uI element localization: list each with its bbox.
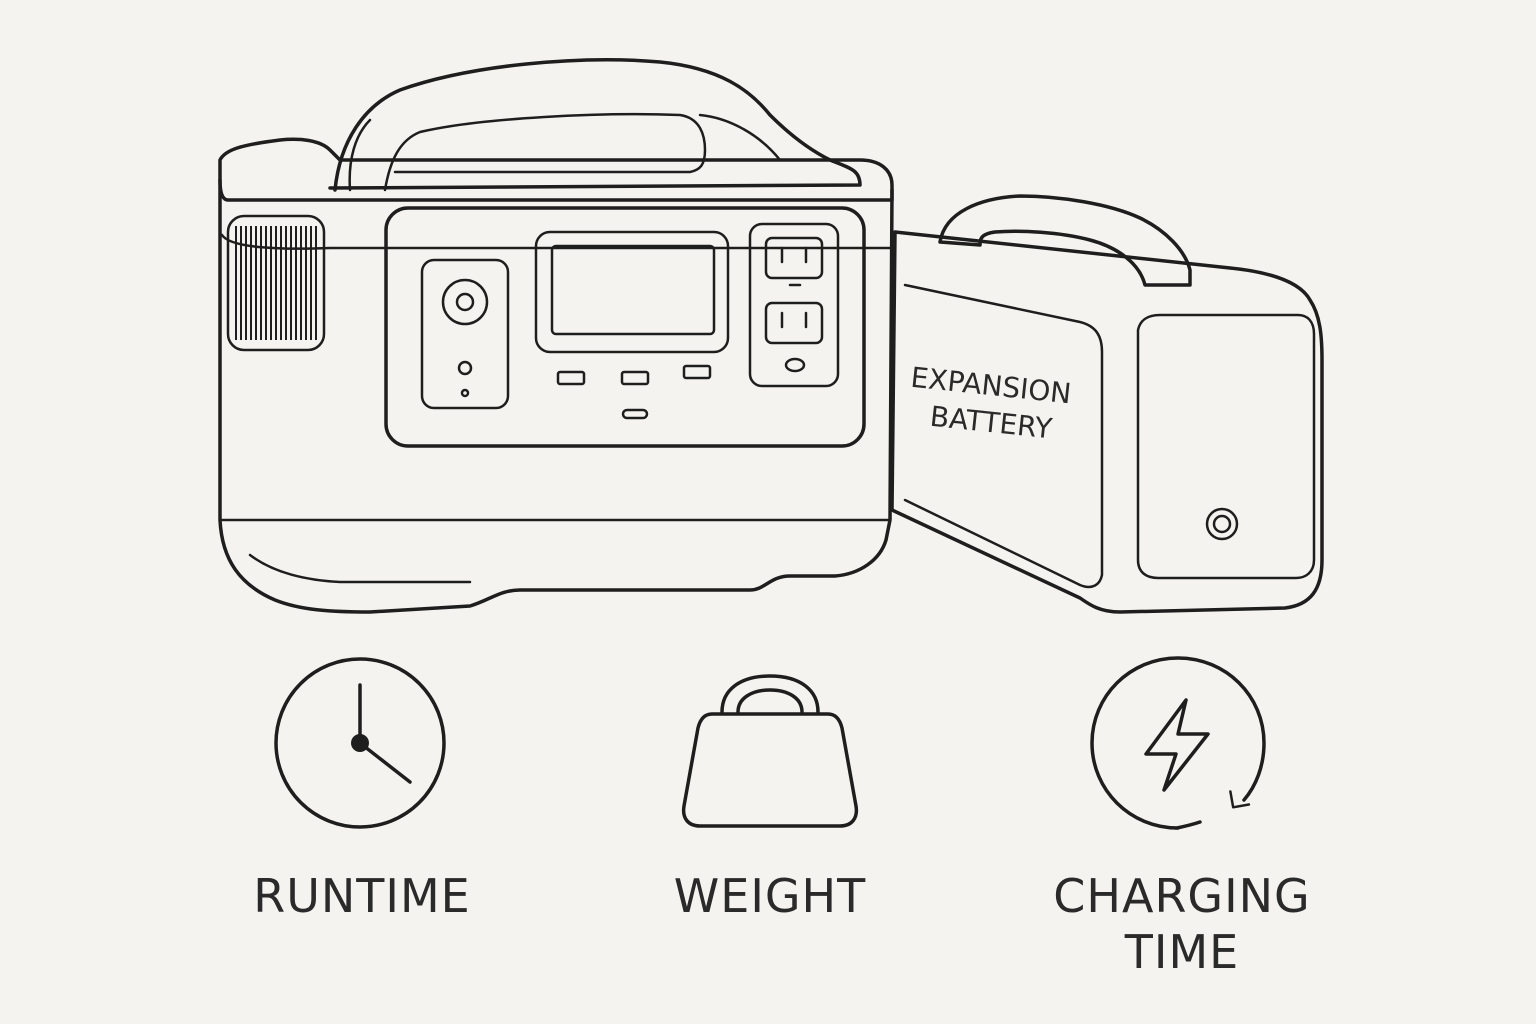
side-vent-icon — [226, 214, 326, 352]
feature-label-charging-time: CHARGING TIME — [1053, 869, 1311, 979]
power-station — [218, 58, 894, 614]
front-panel — [384, 206, 866, 448]
battery-handle-icon — [938, 194, 1192, 287]
charging-icon — [1090, 656, 1266, 830]
display-screen — [534, 230, 730, 354]
clock-icon — [274, 657, 446, 829]
expansion-battery: EXPANSION BATTERY — [890, 194, 1324, 614]
ac-outlet-icon — [764, 301, 824, 345]
ac-outlet-icon — [764, 236, 824, 280]
battery-power-button-icon — [1205, 507, 1239, 541]
usb-port-icon — [682, 364, 712, 380]
usb-port-icon — [556, 370, 586, 386]
usb-port-icon — [620, 370, 650, 386]
usb-c-port-icon — [621, 408, 649, 420]
feature-label-runtime: RUNTIME — [253, 869, 471, 923]
power-button-icon — [441, 278, 489, 326]
power-station-handle-icon — [328, 58, 862, 192]
feature-label-weight: WEIGHT — [673, 869, 867, 923]
weight-icon — [681, 674, 859, 828]
